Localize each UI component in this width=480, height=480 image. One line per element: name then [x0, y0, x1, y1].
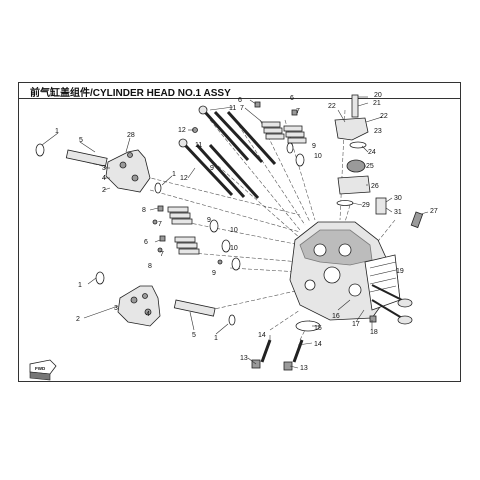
callout-30: 30 [394, 195, 402, 202]
part-washer-1c [95, 271, 105, 285]
callout-8: 8 [148, 263, 152, 270]
callout-12: 12 [180, 175, 188, 182]
callout-7: 7 [160, 251, 164, 258]
callout-17: 17 [352, 321, 360, 328]
callout-4: 4 [146, 311, 150, 318]
callout-23: 23 [374, 128, 382, 135]
callout-27: 27 [430, 208, 438, 215]
callout-8: 8 [142, 207, 146, 214]
callout-21: 21 [373, 100, 381, 107]
callout-22: 22 [328, 103, 336, 110]
callout-29: 29 [362, 202, 370, 209]
callout-5: 5 [192, 332, 196, 339]
callout-1: 1 [172, 171, 176, 178]
part-shaft-5b [173, 299, 216, 317]
callout-10: 10 [230, 245, 238, 252]
callout-2: 2 [76, 316, 80, 323]
callout-1: 1 [78, 282, 82, 289]
part-washer-1a [35, 143, 45, 157]
callout-14: 14 [314, 341, 322, 348]
callout-16: 16 [332, 313, 340, 320]
callout-24: 24 [368, 149, 376, 156]
head-bolts [178, 105, 277, 200]
callout-31: 31 [394, 209, 402, 216]
cylinder-head-body [289, 221, 401, 332]
callout-9: 9 [312, 143, 316, 150]
front-direction-arrow-icon: FWD [29, 359, 57, 381]
title-bar: 前气缸盖组件/CYLINDER HEAD NO.1 ASSY [18, 82, 461, 99]
studs [251, 339, 304, 371]
valves [369, 284, 413, 325]
diagram-title: 前气缸盖组件/CYLINDER HEAD NO.1 ASSY [30, 88, 231, 99]
diagram-frame [18, 82, 461, 382]
callout-9: 9 [207, 217, 211, 224]
callout-14: 14 [258, 332, 266, 339]
callout-3: 3 [114, 305, 118, 312]
callout-3: 3 [102, 165, 106, 172]
callout-20: 20 [374, 92, 382, 99]
callout-28: 28 [127, 132, 135, 139]
callout-10: 10 [230, 227, 238, 234]
callout-5: 5 [79, 137, 83, 144]
callout-6: 6 [290, 95, 294, 102]
callout-11: 11 [229, 105, 236, 112]
valve-spring-set-top [254, 101, 307, 167]
part-washer-1b [154, 182, 162, 194]
callout-15: 15 [314, 325, 322, 332]
callout-6: 6 [144, 239, 148, 246]
part-rocker-holder-2 [117, 285, 161, 327]
part-shaft-5a [65, 149, 108, 167]
callout-6: 6 [238, 97, 242, 104]
callout-1: 1 [214, 335, 218, 342]
callout-10: 10 [314, 153, 322, 160]
callout-18: 18 [370, 329, 378, 336]
valve-spring-set-left [152, 205, 241, 271]
leader-lines [41, 96, 429, 369]
callout-7: 7 [158, 221, 162, 228]
callout-26: 26 [371, 183, 379, 190]
callout-4: 4 [102, 175, 106, 182]
callout-2: 2 [102, 187, 106, 194]
callout-13: 13 [300, 365, 308, 372]
callout-9: 9 [210, 165, 214, 172]
part-rocker-holder-28 [105, 149, 151, 193]
callout-7: 7 [240, 105, 244, 112]
callout-13: 13 [240, 355, 248, 362]
part-washer-1d [228, 314, 236, 326]
callout-25: 25 [366, 163, 374, 170]
thermostat-assembly [334, 94, 424, 229]
callout-7: 7 [296, 108, 300, 115]
callout-1: 1 [55, 128, 59, 135]
upper-rocker-assembly [35, 143, 162, 194]
callout-12: 12 [178, 127, 186, 134]
callout-9: 9 [212, 270, 216, 277]
callout-11: 11 [195, 142, 202, 149]
callout-labels: 1 5 28 3 4 2 1 1 2 3 4 5 1 6 7 11 12 11 … [55, 92, 438, 372]
lower-rocker-assembly [95, 271, 236, 327]
front-badge-label: FWD [35, 366, 46, 371]
callout-19: 19 [396, 268, 404, 275]
callout-22: 22 [380, 113, 388, 120]
